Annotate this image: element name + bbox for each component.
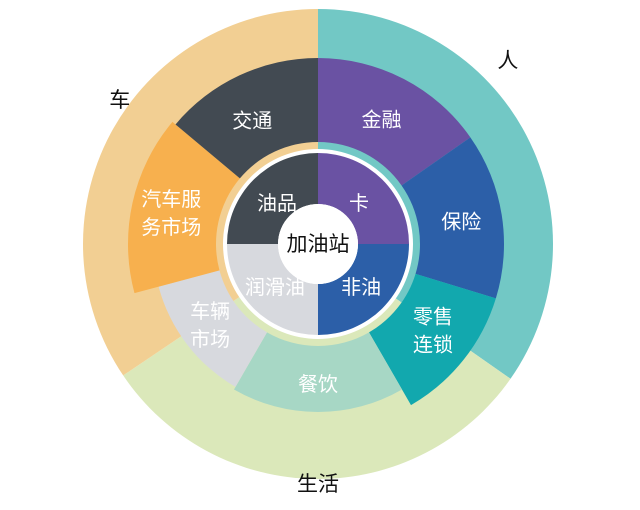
- middle-ring-label: 餐饮: [298, 372, 338, 396]
- inner-ring-segment: [227, 244, 318, 335]
- inner-ring-segment: [227, 153, 318, 244]
- inner-ring-label: 非油: [341, 275, 381, 299]
- middle-ring-segment: [369, 273, 496, 406]
- middle-ring-segment: [175, 57, 318, 179]
- inner-ring-label: 油品: [257, 191, 297, 215]
- center-circle: [278, 204, 358, 284]
- middle-ring-segment: [401, 137, 504, 299]
- inner-ring-label: 润滑油: [245, 275, 305, 299]
- center-label: 加油站: [287, 232, 350, 256]
- middle-ring-label: 金融: [362, 107, 402, 131]
- inner-ring-segment: [318, 153, 409, 244]
- middle-ring-label: 汽车服务市场: [141, 187, 201, 239]
- middle-ring-label: 保险: [441, 209, 481, 233]
- outer-ring-label: 车: [109, 88, 130, 112]
- middle-ring-segment: [158, 270, 267, 387]
- middle-ring-segment: [128, 121, 240, 294]
- inner-ring: 卡非油 润滑油 油品: [227, 153, 409, 335]
- middle-ring-label: 车辆市场: [190, 299, 230, 351]
- middle-ring-label: 零售连锁: [413, 305, 453, 357]
- middle-ring-segment: [234, 332, 402, 412]
- inner-ring-label: 卡: [349, 191, 369, 215]
- outer-ring-label: 生活: [297, 472, 339, 496]
- middle-ring-segment: [318, 58, 471, 186]
- middle-ring-label: 交通: [232, 108, 272, 132]
- inner-ring-segment: [318, 244, 409, 335]
- outer-ring-label: 人: [497, 49, 518, 73]
